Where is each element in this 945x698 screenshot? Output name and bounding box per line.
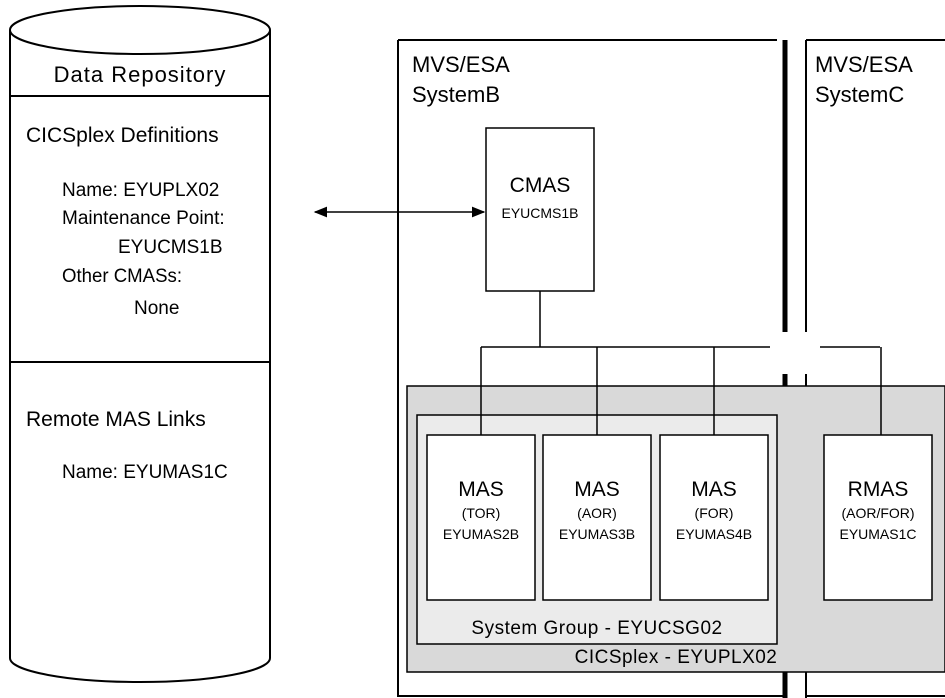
maintenance-point-value: EYUCMS1B (118, 237, 223, 258)
mas-box-aor: MAS (AOR) EYUMAS3B (542, 434, 652, 601)
maintenance-point-label: Maintenance Point: (62, 208, 225, 229)
mas-role: (FOR) (695, 505, 734, 521)
remote-mas-links-heading: Remote MAS Links (26, 408, 206, 431)
other-cmas-label: Other CMASs: (62, 266, 182, 287)
mas-id: EYUMAS2B (443, 526, 519, 542)
mas-id: EYUMAS4B (676, 526, 752, 542)
system-c-title-line1: MVS/ESA (815, 52, 913, 77)
system-group-label: System Group - EYUCSG02 (471, 618, 722, 639)
connection-bus (481, 346, 882, 435)
rmas-id: EYUMAS1C (839, 526, 916, 542)
mas-id: EYUMAS3B (559, 526, 635, 542)
mas-branches (480, 347, 715, 435)
system-b-frame (397, 39, 788, 698)
mas-box-tor: MAS (TOR) EYUMAS2B (426, 434, 536, 601)
system-b-title-line2: SystemB (412, 82, 500, 107)
system-b-title-line1: MVS/ESA (412, 52, 510, 77)
cicsplex-label: CICSplex - EYUPLX02 (575, 647, 778, 668)
rmas-label: RMAS (848, 478, 909, 501)
cmas-box: CMAS EYUCMS1B (485, 127, 595, 292)
mas-box-for: MAS (FOR) EYUMAS4B (659, 434, 769, 601)
rmas-role: (AOR/FOR) (841, 505, 914, 521)
cicsplex-name-line: Name: EYUPLX02 (62, 180, 219, 201)
system-c-frame (805, 39, 945, 698)
mas-label: MAS (691, 478, 737, 501)
mas-role: (TOR) (462, 505, 501, 521)
repository-title: Data Repository (54, 62, 227, 87)
mas-label: MAS (458, 478, 504, 501)
cmas-label: CMAS (510, 174, 571, 197)
cmas-id: EYUCMS1B (501, 205, 578, 221)
mas-label: MAS (574, 478, 620, 501)
remote-mas-name-line: Name: EYUMAS1C (62, 462, 228, 483)
rmas-box: RMAS (AOR/FOR) EYUMAS1C (823, 434, 933, 601)
repository-top (9, 5, 271, 55)
system-c-title-line2: SystemC (815, 82, 904, 107)
other-cmas-value: None (134, 298, 179, 319)
repository-body (9, 30, 271, 683)
cicsplex-definitions-heading: CICSplex Definitions (26, 124, 219, 147)
data-repository-cylinder: Data Repository CICSplex Definitions Nam… (9, 5, 271, 683)
mas-role: (AOR) (577, 505, 617, 521)
